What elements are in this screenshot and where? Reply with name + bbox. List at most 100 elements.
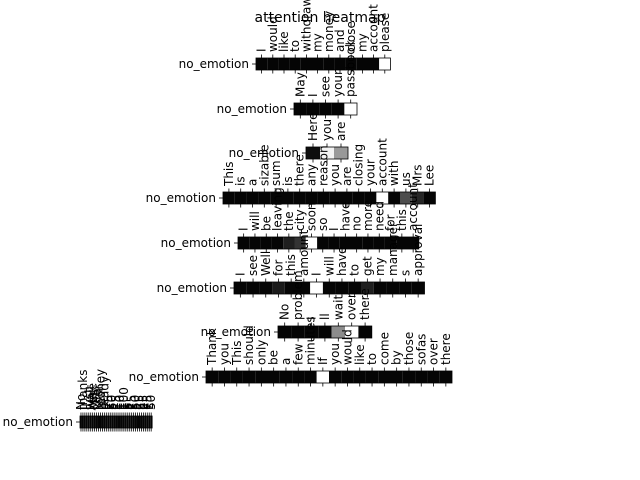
token-label: F (103, 403, 117, 410)
token-label: get (360, 256, 374, 276)
token-label: thanks (76, 370, 90, 410)
token-label: This (222, 161, 236, 187)
heatmap-cell (258, 192, 271, 204)
token-label: will (248, 211, 262, 231)
heatmap-cell (117, 416, 119, 428)
token-label: I (306, 93, 320, 97)
heatmap-cell (318, 326, 332, 338)
token-label: F (107, 403, 121, 410)
heatmap-cell (234, 282, 247, 294)
heatmap-cell (399, 282, 412, 294)
token-label: account (406, 183, 420, 231)
heatmap-cell (115, 416, 118, 428)
heatmap-cell (316, 371, 329, 383)
heatmap-cell (80, 416, 82, 428)
heatmap-cell (411, 192, 424, 204)
heatmap-cell (364, 192, 377, 204)
heatmap-cell (423, 192, 436, 204)
heatmap-cell (306, 103, 320, 115)
heatmap-cell (378, 371, 391, 383)
heatmap-cell (317, 237, 329, 249)
heatmap-cell (206, 371, 219, 383)
heatmap-cell (97, 416, 100, 428)
token-label: Your (92, 384, 106, 411)
heatmap-cell (120, 416, 123, 428)
token-label: account (367, 4, 381, 52)
heatmap-cell (89, 416, 92, 428)
heatmap-cell (111, 416, 114, 428)
token-label: reason (316, 145, 330, 186)
token-label: for (384, 214, 398, 231)
token-label: your (364, 159, 378, 186)
token-label: you (328, 164, 342, 186)
token-label: your (331, 70, 345, 97)
heatmap-cell (81, 416, 84, 428)
token-label: to (365, 353, 379, 365)
heatmap-cell (267, 58, 279, 70)
heatmap-cell (304, 371, 317, 383)
token-label: 50 (144, 395, 158, 410)
token-label: to (348, 264, 362, 276)
heatmap-cell (249, 237, 261, 249)
token-label: May (293, 72, 307, 97)
token-label: F (131, 403, 145, 410)
heatmap-cell (353, 371, 366, 383)
token-label: s (398, 270, 412, 276)
token-label: us (399, 172, 413, 186)
token-label: be (267, 350, 281, 365)
heatmap-cell (126, 416, 129, 428)
heatmap-cell (246, 192, 259, 204)
heatmap-cell (119, 416, 121, 428)
token-label: Well (259, 251, 273, 276)
heatmap-cell (134, 416, 137, 428)
token-label: my (355, 33, 369, 52)
heatmap-cell (384, 237, 397, 249)
token-label: this (284, 254, 298, 276)
token-label: minutes (304, 316, 318, 365)
row-label: no_emotion (146, 191, 216, 205)
token-label: ll (318, 313, 332, 320)
heatmap-cell (402, 371, 416, 383)
heatmap-cell (320, 147, 334, 159)
token-label: leaving (271, 187, 285, 231)
heatmap-cell (365, 371, 379, 383)
token-label: like (353, 344, 367, 365)
token-label: you (328, 343, 342, 365)
token-label: Mrs (88, 388, 102, 410)
token-label: I (255, 48, 269, 52)
heatmap-cell (105, 416, 108, 428)
token-label: money (322, 11, 336, 52)
heatmap-cell (85, 416, 88, 428)
token-label: wait (331, 294, 345, 320)
token-label: I (305, 316, 319, 320)
heatmap-cell (267, 371, 280, 383)
token-label: I (237, 227, 251, 231)
heatmap-cell (310, 282, 323, 294)
heatmap-row: no_emotionThisisasizablesumisthereanyrea… (146, 138, 437, 208)
heatmap-row: no_emotionIwouldliketowithdrawmymoneyand… (179, 0, 392, 74)
heatmap-cell (305, 192, 318, 204)
heatmap-cell (331, 326, 345, 338)
token-label: closing (352, 144, 366, 186)
token-label: with (387, 161, 401, 186)
token-label: will (322, 256, 336, 276)
row-label: no_emotion (157, 281, 227, 295)
token-label: more (361, 200, 375, 231)
heatmap-cell (101, 416, 104, 428)
token-label: F (111, 403, 125, 410)
heatmap-cell (282, 192, 294, 204)
token-label: just (82, 388, 96, 411)
heatmap-cell (128, 416, 131, 428)
heatmap-cell (379, 58, 391, 70)
heatmap-cell (124, 416, 127, 428)
heatmap-cell (283, 237, 295, 249)
token-label: E (142, 402, 156, 410)
heatmap-cell (407, 237, 419, 249)
token-label: is (281, 176, 295, 186)
token-label: to (288, 40, 302, 52)
token-label: any (305, 164, 319, 186)
heatmap-cell (242, 371, 256, 383)
token-label: amount (297, 229, 311, 276)
